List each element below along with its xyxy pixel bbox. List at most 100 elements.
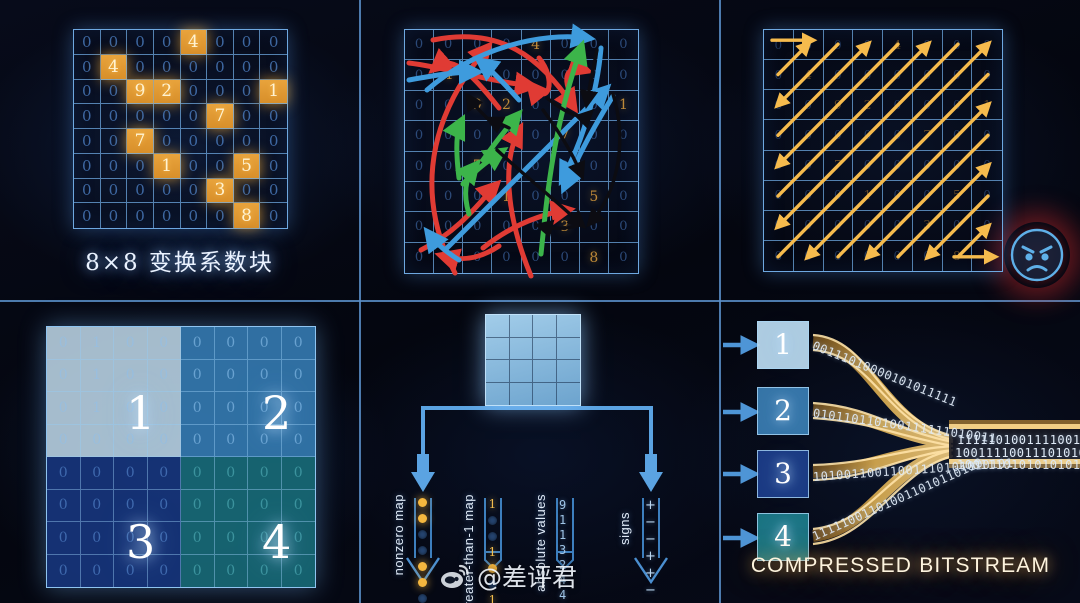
- coefficient-cell-nonzero: 1: [260, 79, 287, 105]
- coefficient-cell-zero: 0: [100, 104, 128, 129]
- quadrant-cell-q2: 0: [181, 424, 215, 457]
- quadrant-cell-q3: 0: [47, 489, 81, 522]
- quadrant-cell-q3: 0: [147, 489, 181, 522]
- coefficient-cell-zero: 0: [180, 104, 208, 129]
- quadrant-cell-q1: 1: [80, 359, 114, 392]
- quadrant-cell-q4: 0: [248, 457, 282, 490]
- nonzero-dot-off: [418, 594, 427, 603]
- quadrant-cell-q4: 0: [281, 489, 315, 522]
- zigzag-arrows: [770, 32, 1000, 265]
- coefficient-cell-zero: 0: [207, 203, 234, 228]
- sign-value: −: [645, 532, 656, 547]
- zigzag-arrow: [864, 133, 990, 261]
- chaotic-scan-cell: 0: [608, 212, 638, 243]
- quadrant-cell-q3: 0: [147, 554, 181, 587]
- coefficient-cell-zero: 0: [207, 153, 234, 179]
- chaotic-scan-cell: 0: [492, 242, 522, 273]
- coefficient-cell-zero: 0: [127, 104, 154, 129]
- coefficient-cell-zero: 0: [180, 79, 208, 105]
- coefficient-cell-zero: 0: [207, 30, 234, 55]
- quadrant-cell-q1: 0: [47, 327, 81, 360]
- quadrant-cell-q2: 0: [181, 359, 215, 392]
- coefficient-cell-zero: 0: [233, 54, 261, 80]
- coefficient-cell-zero: 0: [233, 129, 261, 154]
- quadrant-cell-q2: 0: [214, 392, 248, 425]
- nonzero-dot-on: [418, 498, 427, 507]
- bitstream-digit-run: 10011101010101010101010110110111: [957, 458, 1080, 472]
- source-block-cell: [509, 337, 533, 360]
- quadrant-cell-q2: 0: [281, 424, 315, 457]
- absolute-values-column: 9113244310: [559, 498, 566, 603]
- coefficient-cell-nonzero: 9: [127, 79, 154, 105]
- source-block-cell: [533, 337, 557, 360]
- source-block-cell: [533, 360, 557, 383]
- quadrant-cell-q4: 0: [214, 554, 248, 587]
- chaotic-scan-cell: 0: [521, 121, 551, 152]
- zigzag-arrow: [896, 161, 992, 259]
- coefficient-cell-nonzero: 5: [233, 153, 261, 179]
- coefficient-cell-zero: 0: [74, 129, 101, 154]
- coefficient-cell-nonzero: 8: [233, 203, 261, 228]
- quadrant-cell-q2: 0: [281, 392, 315, 425]
- source-block-cell: [509, 360, 533, 383]
- bitstream-caption: COMPRESSED BITSTREAM: [750, 554, 1051, 577]
- coefficient-cell-zero: 0: [260, 55, 287, 80]
- chaotic-scan-cell: 1: [492, 181, 522, 213]
- chaotic-scan-cell: 0: [608, 30, 638, 61]
- coefficient-cell-zero: 0: [74, 54, 101, 80]
- quadrant-cell-q4: 0: [248, 554, 282, 587]
- quadrant-cell-q1: 0: [80, 424, 114, 457]
- chaotic-scan-cell: 0: [608, 182, 638, 213]
- coefficient-cell-zero: 0: [180, 129, 208, 154]
- quadrant-cell-q1: 0: [114, 327, 148, 360]
- absolute-value: 9: [559, 498, 567, 512]
- panel-divider-vertical-right: [719, 0, 721, 603]
- quadrant-cell-q4: 0: [181, 522, 215, 555]
- quadrant-cell-q1: 0: [147, 392, 181, 425]
- coefficient-cell-zero: 0: [127, 153, 154, 179]
- quadrant-cell-q1: 0: [147, 327, 181, 360]
- source-block-cell: [556, 360, 580, 383]
- absolute-value: 4: [559, 588, 567, 602]
- quadrant-cell-q3: 0: [114, 522, 148, 555]
- coefficient-cell-zero: 0: [127, 54, 154, 80]
- source-block-cell: [509, 315, 533, 338]
- quadrant-cell-q4: 0: [214, 457, 248, 490]
- weibo-icon: [441, 564, 469, 588]
- gt1-dot-off: [487, 578, 498, 590]
- nonzero-dot-on: [418, 578, 427, 587]
- quadrant-cell-q1: 0: [114, 392, 148, 425]
- coefficient-cell-zero: 0: [127, 203, 154, 228]
- coefficient-cell-zero: 0: [153, 178, 181, 204]
- coefficient-cell-zero: 0: [268, 206, 279, 225]
- bitstream-flow: [723, 333, 1080, 548]
- coefficient-cell-zero: 0: [260, 104, 287, 129]
- quadrant-cell-q1: 0: [114, 424, 148, 457]
- quadrant-cell-q4: 0: [181, 554, 215, 587]
- quadrant-cell-q1: 1: [80, 327, 114, 360]
- chaotic-scan-cell: 0: [405, 30, 435, 61]
- chaotic-scan-cell: 0: [551, 242, 580, 273]
- bitstream-digit-run: 10011110011101010101010101010110: [955, 446, 1080, 460]
- coefficient-cell-zero: 0: [101, 203, 128, 228]
- quadrant-cell-q3: 0: [47, 554, 81, 587]
- angry-face-badge: [1004, 222, 1070, 288]
- quadrant-cell-q3: 0: [114, 554, 148, 587]
- quadrant-cell-q4: 0: [181, 489, 215, 522]
- coefficient-cell-zero: 0: [100, 129, 128, 154]
- quadrant-cell-q3: 0: [80, 489, 114, 522]
- coefficient-cell-zero: 0: [207, 79, 234, 105]
- quadrant-cell-q2: 0: [181, 327, 215, 360]
- zigzag-arrow: [924, 194, 990, 261]
- coefficient-cell-zero: 0: [207, 129, 234, 154]
- chaotic-scan-cell: 4: [521, 30, 551, 61]
- nonzero-map-column: [418, 498, 427, 603]
- coefficient-cell-zero: 0: [74, 30, 101, 55]
- zigzag-arrow: [776, 40, 932, 198]
- coefficient-cell-zero: 0: [153, 54, 181, 80]
- sign-value: −: [645, 515, 656, 530]
- coefficient-cell-zero: 0: [233, 79, 261, 105]
